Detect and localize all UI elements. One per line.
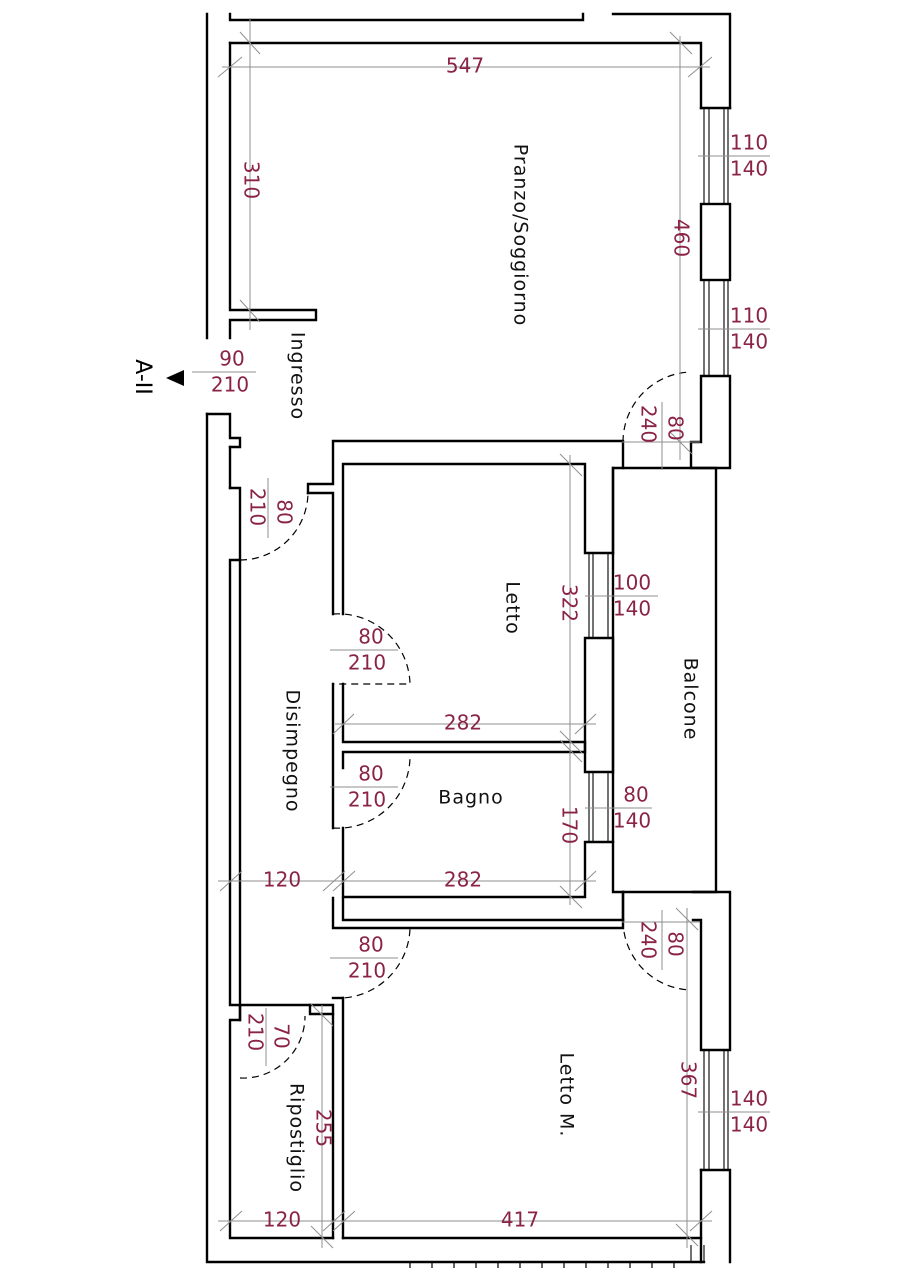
opening-dis-door-height: 210 — [246, 488, 270, 526]
section-label: A-II — [130, 359, 155, 394]
opening-balcony-top-height: 80 — [664, 415, 688, 440]
room-label-letto-m: Letto M. — [556, 1053, 578, 1138]
dim-310: 310 — [240, 161, 264, 199]
opening-balcony-top-width: 240 — [637, 405, 661, 443]
opening-rip-door-width: 70 — [270, 1023, 294, 1048]
section-arrow-icon — [166, 370, 184, 386]
room-label-letto: Letto — [502, 581, 524, 634]
dim-367: 367 — [677, 1061, 701, 1099]
opening-entrance-height: 210 — [211, 373, 249, 397]
opening-lettom-door-height: 210 — [348, 959, 386, 983]
dimension-labels: 547 310 460 322 282 170 120 282 367 255 … — [211, 54, 768, 1232]
dimension-lines — [192, 18, 770, 1249]
room-label-balcone: Balcone — [680, 658, 702, 741]
opening-entrance-width: 90 — [219, 347, 244, 371]
walls — [205, 12, 732, 1264]
opening-rip-door-height: 210 — [244, 1013, 268, 1051]
dim-120-bottom: 120 — [263, 1208, 301, 1232]
opening-letto-win-height: 140 — [613, 597, 651, 621]
opening-letto-win-width: 100 — [613, 571, 651, 595]
dim-170: 170 — [558, 806, 582, 844]
opening-dis-door-width: 80 — [273, 499, 297, 524]
room-labels: Pranzo/Soggiorno Ingresso Letto Balcone … — [282, 144, 702, 1193]
dim-282-bottom: 282 — [444, 868, 482, 892]
opening-bagno-win-height: 140 — [613, 809, 651, 833]
room-label-ripostiglio: Ripostiglio — [286, 1083, 308, 1193]
opening-lettom-win-width: 140 — [730, 1087, 768, 1111]
dim-460: 460 — [670, 219, 694, 257]
room-label-pranzo: Pranzo/Soggiorno — [510, 144, 532, 326]
opening-win1-width: 110 — [730, 131, 768, 155]
door-swings — [239, 371, 692, 1079]
dim-255: 255 — [312, 1109, 336, 1147]
bottom-hatch — [409, 1262, 675, 1268]
opening-win1-height: 140 — [730, 157, 768, 181]
opening-lettom-win-height: 140 — [730, 1113, 768, 1137]
room-label-disimpegno: Disimpegno — [282, 689, 304, 812]
dim-417: 417 — [501, 1208, 539, 1232]
section-marker: A-II — [130, 359, 184, 395]
dim-120-top: 120 — [263, 868, 301, 892]
room-label-bagno: Bagno — [438, 787, 503, 809]
opening-win2-height: 140 — [730, 330, 768, 354]
opening-balcony-bottom-width: 240 — [637, 921, 661, 959]
dim-322: 322 — [558, 584, 582, 622]
opening-bagno-door-height: 210 — [348, 788, 386, 812]
opening-letto-door-width: 80 — [358, 625, 383, 649]
opening-lettom-door-width: 80 — [358, 933, 383, 957]
dim-547: 547 — [446, 54, 484, 78]
opening-win2-width: 110 — [730, 304, 768, 328]
opening-letto-door-height: 210 — [348, 651, 386, 675]
opening-bagno-door-width: 80 — [358, 762, 383, 786]
opening-balcony-bottom-height: 80 — [664, 931, 688, 956]
room-label-ingresso: Ingresso — [287, 332, 309, 420]
opening-bagno-win-width: 80 — [623, 783, 648, 807]
dim-282-top: 282 — [444, 711, 482, 735]
